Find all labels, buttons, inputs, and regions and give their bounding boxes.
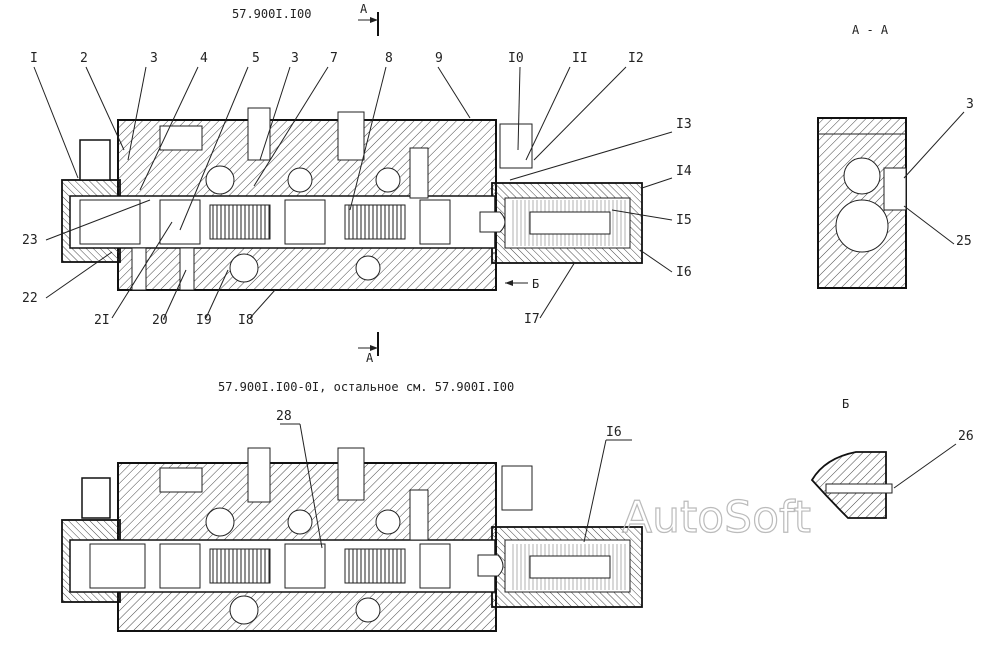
return-spring (510, 200, 628, 246)
svg-text:20: 20 (152, 313, 168, 328)
section-mark-bottom: А (358, 332, 379, 365)
section-view-title: А - А (852, 23, 889, 37)
section-mark-top: А (358, 2, 379, 36)
svg-text:2: 2 (80, 51, 88, 66)
watermark: AutoSoft (622, 492, 811, 543)
svg-text:28: 28 (276, 409, 292, 424)
svg-text:I2: I2 (628, 51, 644, 66)
svg-text:I: I (30, 51, 38, 66)
svg-text:4: 4 (200, 51, 208, 66)
spool (79, 199, 506, 245)
fitting (499, 123, 533, 169)
svg-text:9: 9 (435, 51, 443, 66)
svg-text:22: 22 (22, 291, 38, 306)
svg-text:26: 26 (958, 429, 974, 444)
top-assembly (61, 107, 643, 291)
svg-text:7: 7 (330, 51, 338, 66)
view-b-title: Б (842, 397, 849, 411)
svg-text:8: 8 (385, 51, 393, 66)
svg-text:23: 23 (22, 233, 38, 248)
check-valve (247, 107, 271, 161)
svg-text:2I: 2I (94, 313, 110, 328)
svg-text:25: 25 (956, 234, 972, 249)
svg-text:5: 5 (252, 51, 260, 66)
svg-text:I5: I5 (676, 213, 692, 228)
bottom-caption: 57.900I.I00-0I, остальное см. 57.900I.I0… (218, 380, 514, 394)
svg-text:I8: I8 (238, 313, 254, 328)
svg-text:I4: I4 (676, 164, 692, 179)
top-caption: 57.900I.I00 (232, 7, 311, 21)
svg-text:I3: I3 (676, 117, 692, 132)
svg-text:3: 3 (966, 97, 974, 112)
view-b-arrow: Б (505, 277, 539, 291)
svg-text:I0: I0 (508, 51, 524, 66)
callouts-bottom: 28 I6 (276, 409, 632, 549)
svg-text:3: 3 (291, 51, 299, 66)
svg-text:I6: I6 (676, 265, 692, 280)
svg-text:II: II (572, 51, 588, 66)
callouts-top: I 2 3 4 5 3 7 8 9 I0 II I2 I3 I4 I5 I6 I… (22, 51, 692, 328)
bottom-assembly (61, 447, 643, 632)
svg-text:Б: Б (532, 277, 539, 291)
view-b: 26 (810, 429, 974, 519)
svg-text:I9: I9 (196, 313, 212, 328)
svg-text:А: А (366, 351, 374, 365)
svg-text:I7: I7 (524, 312, 540, 327)
svg-text:I6: I6 (606, 425, 622, 440)
svg-text:3: 3 (150, 51, 158, 66)
section-a-a: 3 25 (817, 97, 974, 289)
svg-text:А: А (360, 2, 368, 16)
